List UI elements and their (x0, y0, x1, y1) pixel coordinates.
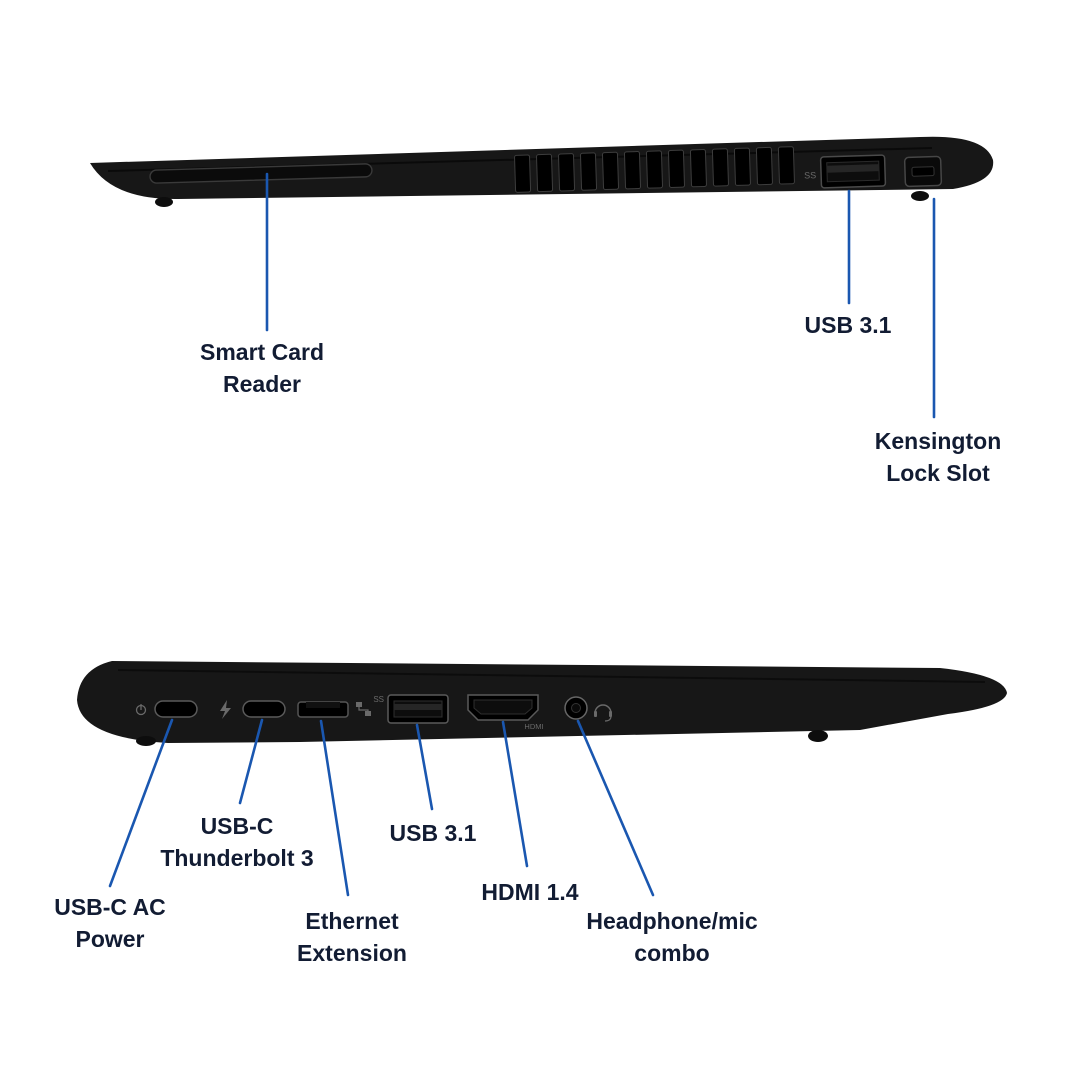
usb31-bottom-label: USB 3.1 (390, 817, 477, 849)
hdmi-label: HDMI 1.4 (481, 876, 578, 908)
hdmi-port: HDMI (467, 694, 544, 731)
thunderbolt-icon (220, 700, 231, 719)
usb-c-thunderbolt-port (242, 700, 286, 718)
smart-card-reader-slot (149, 163, 373, 184)
ethernet-extension-port (297, 701, 349, 718)
label-line: Smart Card (200, 339, 324, 365)
rubber-foot (911, 191, 929, 201)
label-line: USB-C (200, 813, 274, 839)
rubber-foot (155, 197, 173, 207)
laptop-left-side-view: SS HDMI (77, 661, 1007, 897)
ethernet-icon (356, 702, 371, 716)
callout-line-headphone (576, 719, 655, 897)
usbc-power-label: USB-C AC Power (54, 891, 166, 955)
label-line: USB-C AC (54, 894, 166, 920)
callout-line-usb31-bottom (415, 723, 434, 811)
usb31-top-label: USB 3.1 (805, 309, 892, 341)
label-line: Kensington (874, 428, 1002, 454)
label-line: Lock Slot (886, 460, 990, 486)
vent-grille (514, 146, 795, 193)
label-line: combo (634, 940, 710, 966)
smart-card-reader-label: Smart Card Reader (200, 336, 324, 400)
callout-line-ethernet (319, 719, 350, 897)
rubber-foot (808, 730, 828, 742)
label-line: Ethernet (305, 908, 399, 934)
headset-icon (594, 704, 612, 722)
callout-line-usbc-power (108, 718, 174, 888)
audio-jack-port (564, 696, 588, 720)
lid-seam (117, 669, 986, 683)
callout-line-thunderbolt (238, 718, 264, 805)
ethernet-extension-label: Ethernet Extension (297, 905, 407, 969)
laptop-right-side-view: SS (90, 136, 994, 419)
usb-ss-mark: SS (804, 170, 816, 180)
label-line: Extension (297, 940, 407, 966)
label-line: Power (75, 926, 145, 952)
usb-ss-mark: SS (373, 695, 384, 704)
label-line: USB 3.1 (389, 820, 477, 846)
label-line: USB 3.1 (804, 312, 892, 338)
headphone-combo-label: Headphone/mic combo (586, 905, 757, 969)
label-line: Reader (223, 371, 301, 397)
hdmi-mark: HDMI (524, 722, 543, 731)
usb-c-power-port (154, 700, 198, 718)
kensington-lock-slot (903, 155, 943, 188)
thunderbolt-label: USB-C Thunderbolt 3 (160, 810, 313, 874)
laptop-body (77, 661, 1007, 743)
label-line: HDMI 1.4 (481, 879, 579, 905)
label-line: Thunderbolt 3 (160, 845, 314, 871)
usb-a-port: SS (373, 694, 449, 724)
usb-a-port: SS (804, 154, 887, 189)
callout-line-hdmi (501, 720, 529, 868)
power-icon (135, 704, 147, 716)
rubber-foot (136, 736, 156, 746)
label-line: Headphone/mic (586, 908, 758, 934)
kensington-lock-label: Kensington Lock Slot (875, 425, 1002, 489)
